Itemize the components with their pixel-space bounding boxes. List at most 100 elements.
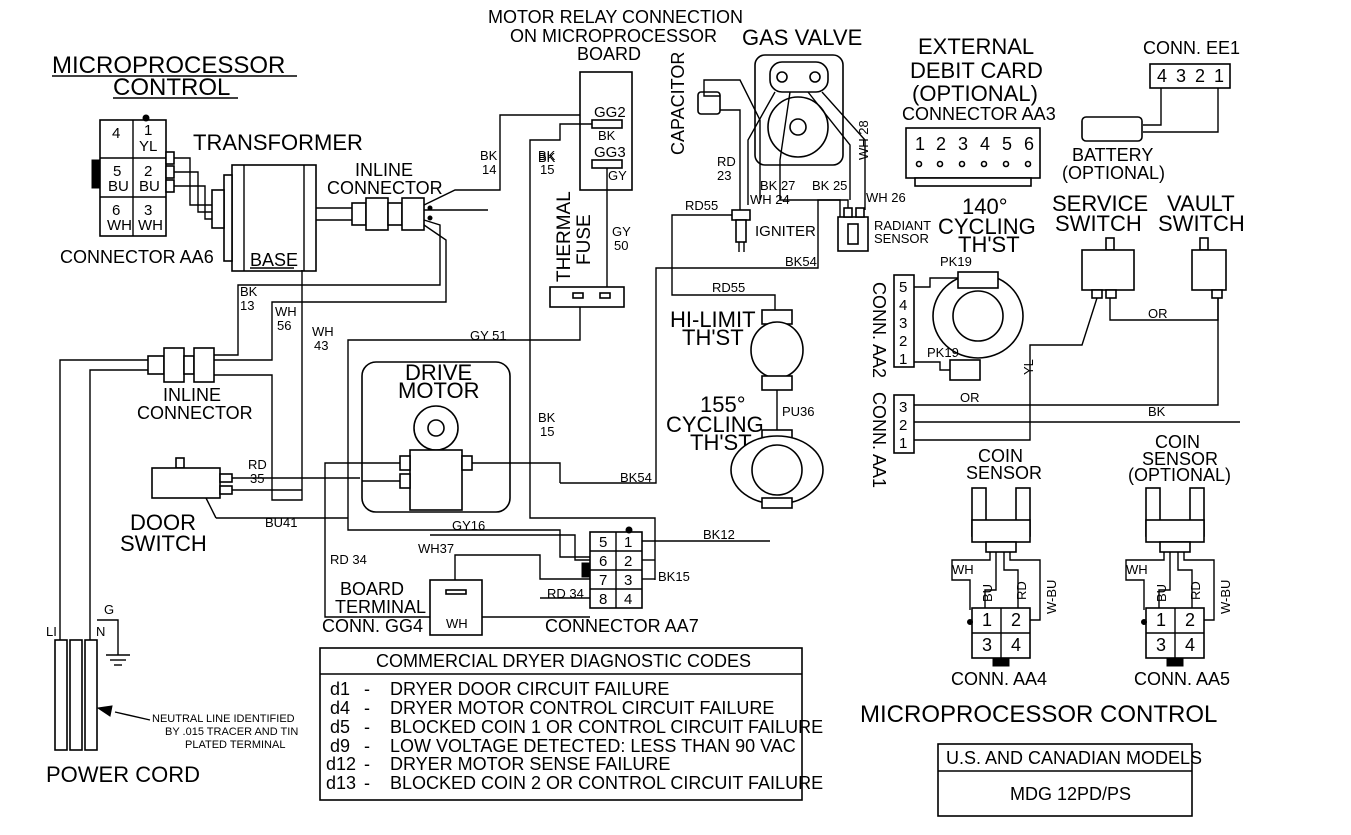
aa2-pin-4: 4 <box>899 297 907 314</box>
aa1-pin-3: 3 <box>899 399 907 416</box>
cycling-140-2: CYCLING <box>938 214 1036 239</box>
battery <box>1081 116 1143 142</box>
inline-connector-top-2: CONNECTOR <box>327 178 443 198</box>
wire-wh-aa5: WH <box>1126 562 1148 577</box>
neutral-note-1: NEUTRAL LINE IDENTIFIED <box>152 713 295 725</box>
wire-rd34-b: RD 34 <box>547 586 584 601</box>
aa2-pin-1: 1 <box>899 351 907 368</box>
ee1-pin-2: 2 <box>1195 66 1205 86</box>
hi-limit-2: TH'ST <box>682 325 744 350</box>
aa6-cell-3: 3 <box>144 202 152 219</box>
service-switch-2: SWITCH <box>1055 211 1142 236</box>
battery-label-1: BATTERY <box>1072 145 1153 165</box>
cycling-155-2: CYCLING <box>666 412 764 437</box>
gg2-label: GG2 <box>594 104 626 121</box>
power-cord-label: POWER CORD <box>46 762 200 787</box>
conn-aa4-label: CONN. AA4 <box>951 669 1047 689</box>
igniter <box>731 209 751 252</box>
conn-aa2-label: CONN. AA2 <box>869 282 889 378</box>
diag-code-d1: d1 <box>330 679 350 699</box>
inline-connector-left-1: INLINE <box>163 385 221 405</box>
aa7-pin-7: 7 <box>599 572 607 589</box>
wire-bu-aa4: BU <box>980 584 995 602</box>
aa6-cell-4: 4 <box>112 125 120 142</box>
aa4-pin-3: 3 <box>982 635 992 655</box>
wire-gy50-a: GY <box>612 224 631 239</box>
micro-title-line1: MICROPROCESSOR <box>52 52 285 79</box>
wire-wbu-aa5: W-BU <box>1218 580 1233 614</box>
aa2-pin-5: 5 <box>899 279 907 296</box>
wire-bk13-a: BK <box>240 284 258 299</box>
wire-bk14-b: 14 <box>482 162 496 177</box>
cycling-140-3: TH'ST <box>958 232 1020 257</box>
drive-motor-2: MOTOR <box>398 378 479 403</box>
aa1-pin-1: 1 <box>899 435 907 452</box>
relay-gy-label: GY <box>608 168 627 183</box>
gas-valve <box>754 54 844 166</box>
diag-desc-d9: LOW VOLTAGE DETECTED: LESS THAN 90 VAC <box>390 736 796 756</box>
inline-connector-top-1: INLINE <box>355 160 413 180</box>
models-title: U.S. AND CANADIAN MODELS <box>946 748 1202 768</box>
aa6-cell-bu1: BU <box>108 178 129 195</box>
motor-relay-line1: MOTOR RELAY CONNECTION <box>488 7 743 27</box>
gg3-label: GG3 <box>594 144 626 161</box>
coin-sensor <box>971 487 1031 553</box>
n-label: N <box>96 624 105 639</box>
wire-rd-aa4: RD <box>1014 581 1029 600</box>
diag-desc-d1: DRYER DOOR CIRCUIT FAILURE <box>390 679 669 699</box>
aa7-pin-8: 8 <box>599 591 607 608</box>
aa6-cell-yl: YL <box>139 138 157 155</box>
hi-limit-thermostat <box>750 309 804 391</box>
aa6-cell-wh1: WH <box>107 217 132 234</box>
conn-aa5: 1 2 3 4 <box>1141 607 1205 667</box>
wire-wh26: WH 26 <box>866 190 906 205</box>
wire-rd23-b: 23 <box>717 168 731 183</box>
wire-wh24: WH 24 <box>750 192 790 207</box>
aa6-cell-6: 6 <box>112 202 120 219</box>
conn-aa1-label: CONN. AA1 <box>869 392 889 488</box>
wire-bk27: BK 27 <box>760 178 795 193</box>
board-terminal-3: CONN. GG4 <box>322 616 423 636</box>
wire-rd35-b: 35 <box>250 471 264 486</box>
coin-sensor-2: SENSOR <box>966 463 1042 483</box>
inline-connector-left-2: CONNECTOR <box>137 403 253 423</box>
cycling-155-thermostat <box>730 429 824 509</box>
motor-relay-board: GG2 BK GG3 GY <box>579 71 633 191</box>
conn-aa5-label: CONN. AA5 <box>1134 669 1230 689</box>
coin-sensor-opt-1: COIN <box>1155 432 1200 452</box>
external-debit-2: DEBIT CARD <box>910 58 1043 83</box>
wire-or-top: OR <box>1148 306 1168 321</box>
capacitor <box>697 91 721 115</box>
aa3-pin-5: 5 <box>1002 134 1012 154</box>
power-cord <box>54 639 98 751</box>
wire-bk12: BK12 <box>703 527 735 542</box>
wire-bk54-top: BK54 <box>785 254 817 269</box>
ee1-pin-3: 3 <box>1176 66 1186 86</box>
wire-rd35-a: RD <box>248 457 267 472</box>
thermal-fuse-1: THERMAL <box>554 191 575 282</box>
service-switch <box>1081 237 1135 299</box>
wire-bk14-a: BK <box>480 148 498 163</box>
aa7-pin-2: 2 <box>624 553 632 570</box>
wire-rd55-mid: RD55 <box>712 280 745 295</box>
neutral-note-3: PLATED TERMINAL <box>185 739 285 751</box>
diag-dash-d13: - <box>364 773 370 793</box>
wire-bu41: BU41 <box>265 515 298 530</box>
wire-rd-aa5: RD <box>1188 581 1203 600</box>
li-label: LI <box>46 624 57 639</box>
inline-connector-top <box>351 197 433 231</box>
aa3-pin-3: 3 <box>958 134 968 154</box>
aa1-pin-2: 2 <box>899 417 907 434</box>
aa3-pin-2: 2 <box>936 134 946 154</box>
external-debit-1: EXTERNAL <box>918 34 1034 59</box>
gg4-wh-label: WH <box>446 616 468 631</box>
thermal-fuse-2: FUSE <box>574 214 595 265</box>
battery-label-2: (OPTIONAL) <box>1062 163 1165 183</box>
wire-bk-aa1: BK <box>1148 404 1166 419</box>
neutral-note-2: BY .015 TRACER AND TIN <box>165 726 298 738</box>
aa7-pin-6: 6 <box>599 553 607 570</box>
board-terminal-gg4: WH <box>429 579 483 636</box>
door-switch <box>151 457 233 519</box>
thermal-fuse <box>549 286 625 308</box>
conn-aa4: 1 2 3 4 <box>967 607 1031 667</box>
